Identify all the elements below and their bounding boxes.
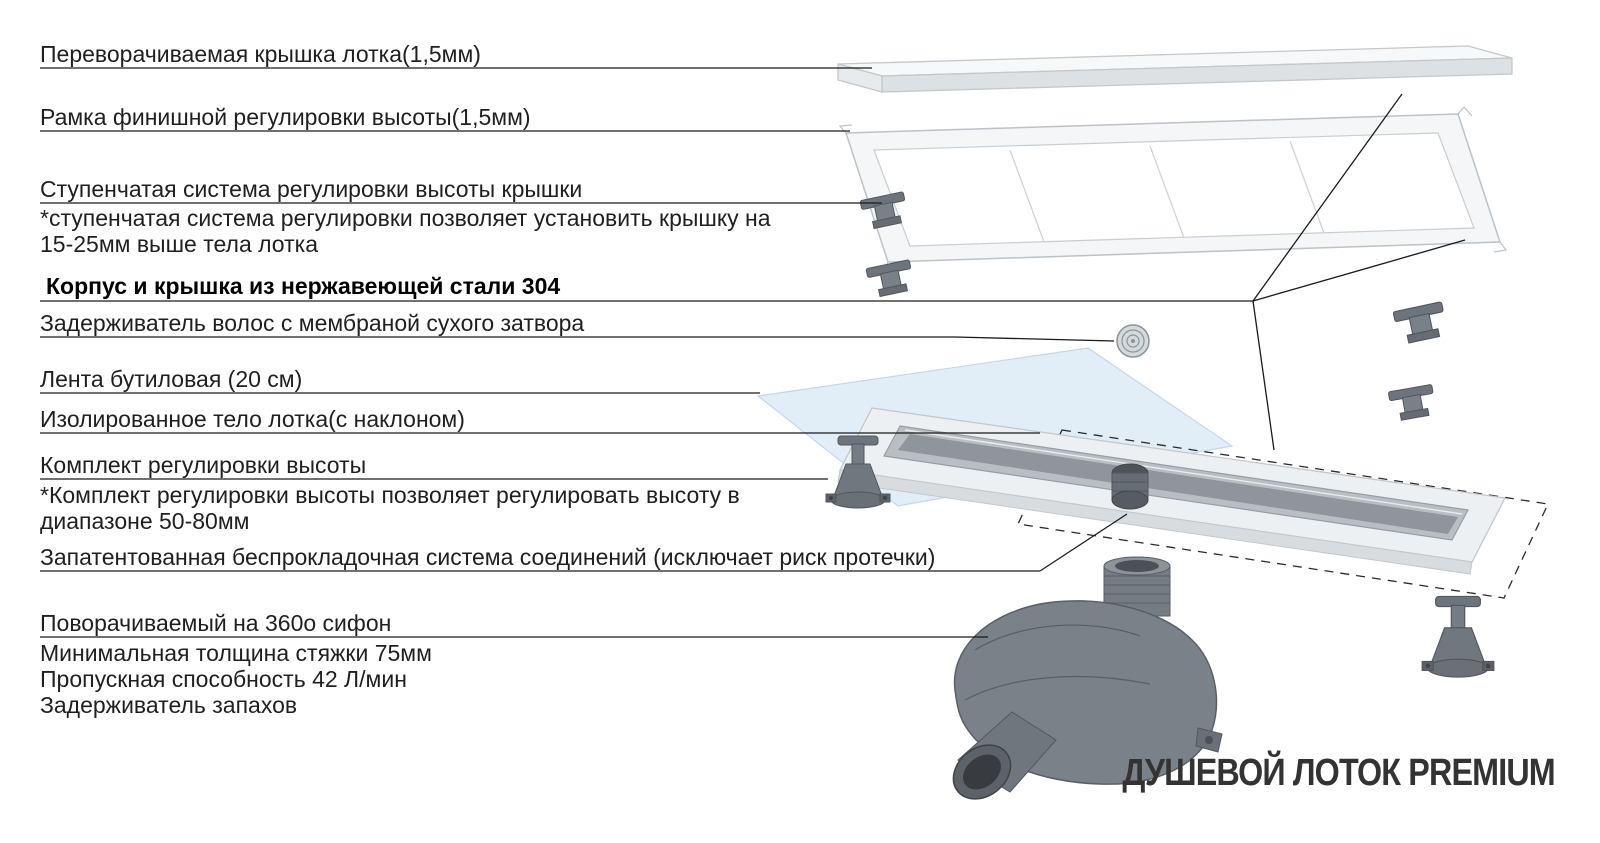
step-system-note-1: *ступенчатая система регулировки позволя… <box>40 205 771 231</box>
tray-channel-highlight <box>904 429 1463 515</box>
callout-hair-catcher-label: Задерживатель волос с мембраной сухого з… <box>40 310 585 336</box>
drain-outlet-spout <box>1111 463 1149 510</box>
siphon-seam <box>964 675 1151 701</box>
frame-rib <box>1009 149 1045 243</box>
leader-hair-catcher-tip <box>954 336 1115 342</box>
product-title: ДУШЕВОЙ ЛОТОК PREMIUM <box>1122 752 1555 794</box>
callout-gasketless-label: Запатентованная беспрокладочная система … <box>40 544 936 570</box>
siphon-note-1: Минимальная толщина стяжки 75мм <box>40 640 432 666</box>
leader-gasketless-tip <box>1039 513 1128 572</box>
callout-cover-label: Переворачиваемая крышка лотка(1,5мм) <box>40 41 481 67</box>
step-system-note-2: 15-25мм выше тела лотка <box>40 231 318 257</box>
step-clip-4 <box>1388 384 1434 421</box>
callout-tray-body-label: Изолированное тело лотка(с наклоном) <box>40 406 465 432</box>
frame-corner-tab <box>1457 106 1473 117</box>
callout-height-kit-label: Комплект регулировки высоты <box>40 452 367 478</box>
leader-lines <box>40 67 1466 638</box>
height-kit-note-2: диапазоне 50-80мм <box>40 508 250 534</box>
step-clip-1 <box>859 191 906 230</box>
height-kit-note-1: *Комплект регулировки высоты позволяет р… <box>40 482 740 508</box>
siphon-seam <box>974 624 1141 651</box>
callout-steel-304-label: Корпус и крышка из нержавеющей стали 304 <box>46 273 561 299</box>
leader-steel-to-frame <box>1252 239 1466 302</box>
leader-steel-to-cover <box>1252 93 1403 302</box>
height-foot-left <box>825 435 891 509</box>
cover-end-face <box>837 63 883 93</box>
tray-front-lip <box>837 469 1473 575</box>
frame-inner <box>873 132 1475 247</box>
frame-corner-tab <box>1493 241 1508 253</box>
step-clip-3 <box>1392 301 1444 344</box>
siphon-note-3: Задерживатель запахов <box>40 692 298 718</box>
frame-corner-tab <box>838 124 853 134</box>
siphon-part <box>952 556 1223 800</box>
frame-rib <box>1289 140 1325 234</box>
tray-body-part <box>837 407 1506 575</box>
frame-rib <box>1149 145 1185 239</box>
tray-channel-bottom <box>898 434 1458 534</box>
hair-catcher-part <box>1116 324 1150 358</box>
finish-frame-part <box>838 106 1508 271</box>
siphon-outlet-pipe <box>952 711 1057 800</box>
leader-steel-to-tray <box>1252 300 1275 451</box>
step-clip-2 <box>865 259 912 298</box>
siphon-note-2: Пропускная способность 42 Л/мин <box>40 666 407 692</box>
cover-slab-part <box>837 45 1513 93</box>
height-foot-right <box>1421 595 1495 678</box>
callout-butyl-tape-label: Лента бутиловая (20 см) <box>40 366 303 392</box>
callout-frame-label: Рамка финишной регулировки высоты(1,5мм) <box>40 104 531 130</box>
siphon-mount-screw <box>1205 736 1213 744</box>
callout-step-system-label: Ступенчатая система регулировки высоты к… <box>40 176 583 202</box>
callout-siphon-label: Поворачиваемый на 360о сифон <box>40 610 392 636</box>
